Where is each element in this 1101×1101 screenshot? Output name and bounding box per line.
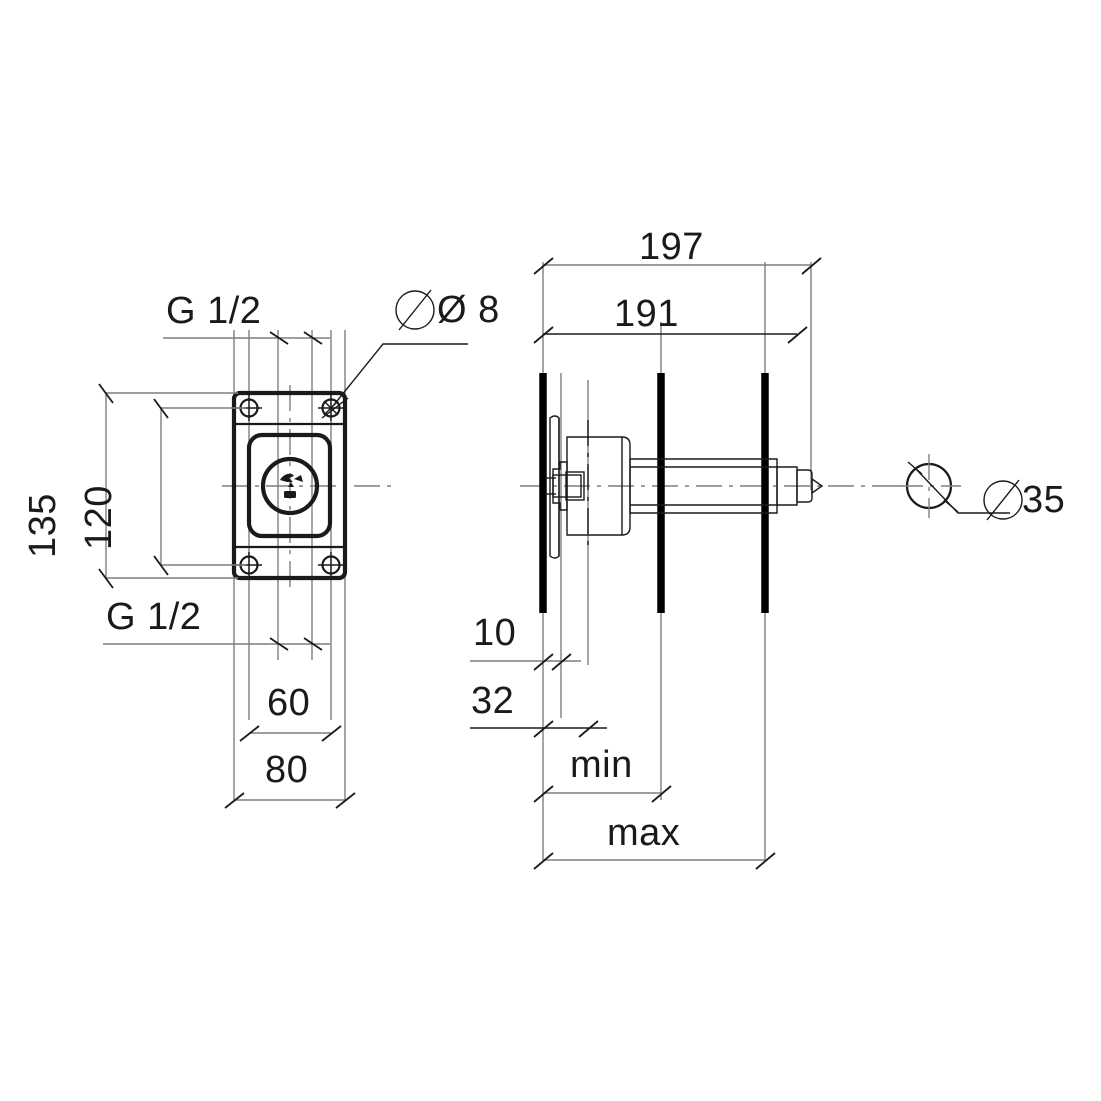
dimension-191 bbox=[533, 326, 808, 344]
stem-collar-nut bbox=[545, 461, 585, 511]
label-plate-height-outer: 135 bbox=[22, 493, 64, 558]
label-shaft-diameter: 35 bbox=[1022, 479, 1066, 521]
dimension-135 bbox=[98, 383, 238, 589]
handle-circle bbox=[260, 456, 320, 516]
thread-callout-bottom bbox=[103, 637, 330, 651]
diameter-symbol-dia35 bbox=[983, 479, 1023, 521]
dimension-120 bbox=[153, 398, 246, 576]
label-depth-min: min bbox=[570, 744, 633, 786]
escutcheon-side-profile bbox=[549, 415, 560, 559]
dimension-min bbox=[533, 785, 672, 803]
dimension-80 bbox=[224, 792, 356, 809]
label-body-length: 191 bbox=[614, 293, 679, 335]
label-depth-max: max bbox=[607, 812, 681, 854]
mounting-plate-outline bbox=[231, 390, 348, 581]
thread-callout-top bbox=[163, 331, 330, 345]
shaft-diameter-callout bbox=[897, 454, 1010, 518]
label-hole-spacing: 60 bbox=[267, 682, 311, 724]
shaft-end-tip bbox=[776, 466, 824, 506]
label-wall-offset-max: 32 bbox=[471, 680, 515, 722]
valve-shaft bbox=[629, 458, 778, 514]
label-wall-offset-min: 10 bbox=[473, 612, 517, 654]
mounting-screw-top-right bbox=[318, 395, 344, 421]
label-thread-bottom: G 1/2 bbox=[106, 596, 202, 638]
dimension-10 bbox=[470, 653, 581, 671]
front-view-group bbox=[98, 330, 468, 809]
label-plate-width: 80 bbox=[265, 749, 309, 791]
label-plate-height-inner: 120 bbox=[78, 485, 120, 550]
diameter-symbol-dia8 bbox=[395, 289, 435, 331]
dimension-60 bbox=[239, 725, 342, 742]
label-overall-length: 197 bbox=[639, 226, 704, 268]
label-hole-diameter: Ø 8 bbox=[437, 289, 500, 331]
dimension-max bbox=[533, 852, 776, 870]
handle-icon bbox=[280, 473, 303, 498]
label-thread-top: G 1/2 bbox=[166, 290, 262, 332]
escutcheon-recess bbox=[246, 432, 333, 539]
hole-diameter-leader bbox=[321, 343, 468, 419]
side-view-group bbox=[470, 257, 1010, 870]
valve-body-block bbox=[566, 420, 631, 552]
mounting-screw-bottom-right bbox=[318, 552, 344, 578]
dimension-32 bbox=[470, 720, 607, 738]
dimension-197 bbox=[533, 257, 822, 275]
